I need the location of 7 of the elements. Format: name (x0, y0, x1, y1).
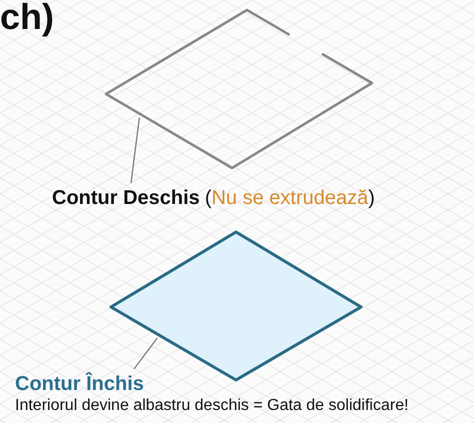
callout-description: Interiorul devine albastru deschis = Gata de solidificare! (15, 396, 409, 416)
callout-title: Contur Închis (15, 372, 145, 396)
leader-line (134, 338, 158, 370)
callout-title: Contur Deschis (52, 187, 200, 209)
heading: ch) (0, 0, 54, 38)
leader-line (130, 118, 140, 184)
callout-note: (Nu se extrudează) (204, 187, 375, 209)
